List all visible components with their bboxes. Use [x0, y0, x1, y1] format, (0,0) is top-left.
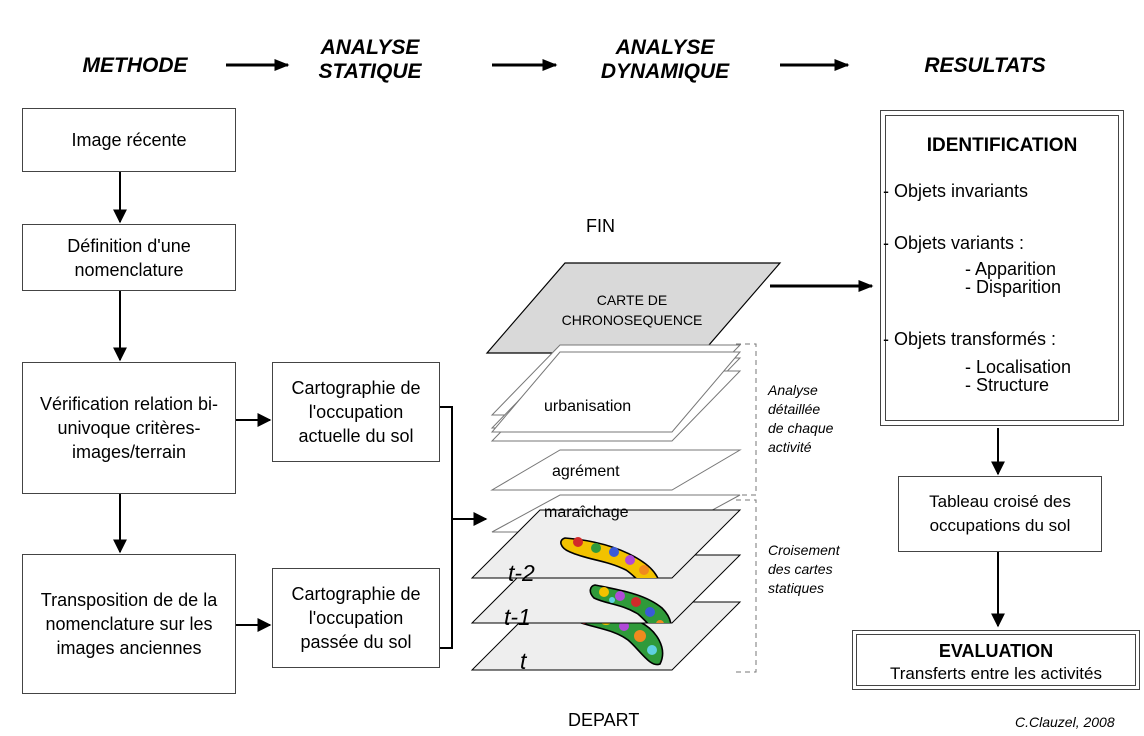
identification-invariants: - Objets invariants: [883, 181, 1029, 201]
box-tableau-croise: Tableau croisé des occupations du sol: [898, 476, 1102, 552]
identification-structure: - Structure: [965, 375, 1050, 395]
label-agrement: agrément: [552, 463, 620, 480]
evaluation-title: EVALUATION: [938, 641, 1054, 661]
box-transposition: Transposition de de la nomenclature sur …: [22, 554, 236, 694]
header-analyse-statique: ANALYSE STATIQUE: [318, 36, 422, 83]
header-analyse-dynamique: ANALYSE DYNAMIQUE: [600, 36, 730, 83]
box-image-recente: Image récente: [22, 108, 236, 172]
bracket-croisement: [736, 499, 757, 673]
label-maraichage: maraîchage: [544, 504, 629, 521]
label-urbanisation: urbanisation: [544, 398, 632, 415]
box-cartographie-passee: Cartographie de l'occupation passée du s…: [272, 568, 440, 668]
label-fin: FIN: [586, 216, 615, 236]
box-definition-nomenclature: Définition d'une nomenclature: [22, 224, 236, 291]
label-carte-chronosequence: CARTE DE CHRONOSEQUENCE: [561, 292, 703, 328]
note-analyse-detaillee: Analyse détaillée de chaque activité: [768, 382, 834, 455]
evaluation-subtitle: Transferts entre les activités: [890, 664, 1102, 683]
bracket-analyse-detaillee: [736, 343, 757, 496]
map-patches-t1: [589, 584, 672, 623]
note-croisement: Croisement des cartes statiques: [768, 542, 840, 596]
box-verification: Vérification relation bi-univoque critèr…: [22, 362, 236, 494]
header-resultats: RESULTATS: [924, 54, 1046, 77]
identification-localisation: - Localisation: [965, 357, 1072, 377]
identification-variants: - Objets variants :: [883, 233, 1025, 253]
identification-transformes: - Objets transformés :: [883, 329, 1057, 349]
identification-title: IDENTIFICATION: [926, 135, 1078, 156]
label-t: t: [520, 648, 527, 674]
box-identification-inner: [885, 115, 1119, 421]
label-depart: DEPART: [568, 710, 640, 730]
map-layer-t2: [470, 509, 742, 579]
bracket-statique: [440, 406, 453, 649]
box-cartographie-actuelle: Cartographie de l'occupation actuelle du…: [272, 362, 440, 462]
label-t1: t-1: [504, 604, 531, 630]
identification-disparition: - Disparition: [965, 277, 1062, 297]
layer-urbanisation: [490, 351, 742, 433]
map-patches-t2: [560, 537, 660, 578]
box-evaluation-inner: EVALUATION Transferts entre les activité…: [856, 634, 1136, 686]
identification-apparition: - Apparition: [965, 259, 1057, 279]
credit: C.Clauzel, 2008: [1015, 714, 1115, 730]
layer-agrement: [490, 449, 742, 491]
box-evaluation: EVALUATION Transferts entre les activité…: [852, 630, 1140, 690]
box-identification: IDENTIFICATION - Objets invariants - Obj…: [880, 110, 1124, 426]
header-methode: METHODE: [82, 54, 188, 77]
label-t2: t-2: [508, 560, 535, 586]
